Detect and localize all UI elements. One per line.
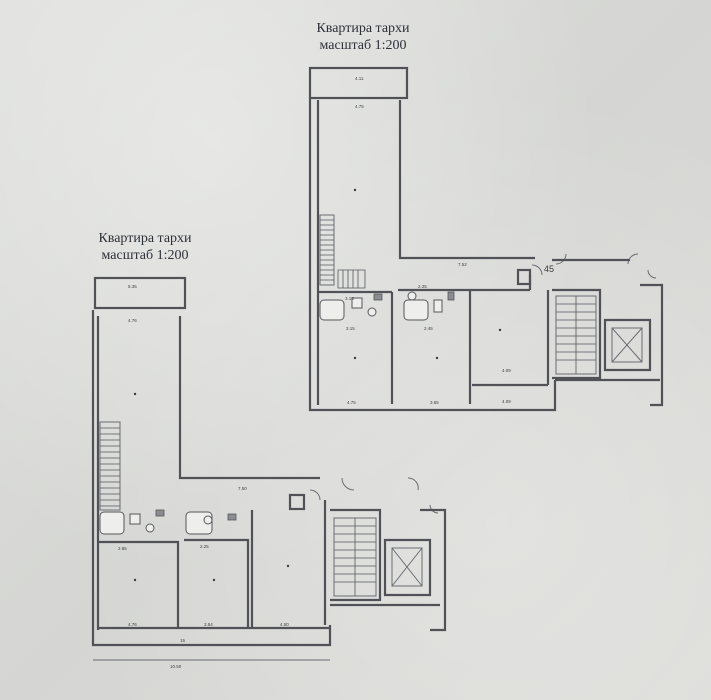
upper-room-marker-3 bbox=[498, 328, 502, 332]
upper-floor-plan: 4.11 4.75 7.52 3.15 2.25 3.15 2.45 4.75 … bbox=[308, 66, 664, 412]
dim-upper-room-1-top: 3.15 bbox=[346, 326, 355, 331]
lower-door-swings bbox=[309, 477, 439, 514]
lower-floor-plan: 5.35 4.76 7.50 2.85 2.25 4.76 3.54 4.50 … bbox=[91, 276, 447, 669]
upper-loggia bbox=[308, 66, 409, 100]
dim-lower-room-3: 4.50 bbox=[280, 622, 289, 627]
dim-upper-corridor: 7.52 bbox=[458, 262, 467, 267]
dim-lower-bath-1: 2.85 bbox=[118, 546, 127, 551]
dim-lower-room-1: 4.76 bbox=[128, 622, 137, 627]
upper-door-number: 45 bbox=[544, 264, 554, 274]
dim-lower-balcony: 15 bbox=[180, 638, 186, 643]
upper-bathroom-1 bbox=[319, 293, 383, 321]
lower-outer-wall bbox=[91, 310, 332, 647]
upper-partitions bbox=[318, 275, 550, 404]
upper-bathroom-2 bbox=[403, 291, 455, 321]
dim-upper-room-1-bottom: 4.75 bbox=[347, 400, 356, 405]
lower-room-marker-1 bbox=[133, 578, 137, 582]
dim-upper-long-room: 4.75 bbox=[355, 104, 364, 109]
dim-upper-room-2-bottom: 3.55 bbox=[430, 400, 439, 405]
lower-room-marker-long bbox=[133, 392, 137, 396]
dim-lower-corridor: 7.50 bbox=[238, 486, 247, 491]
plan-caption-lower: Квартира тархи масштаб 1:200 bbox=[65, 230, 225, 264]
upper-outer-wall bbox=[308, 98, 557, 412]
dim-lower-loggia: 5.35 bbox=[128, 284, 137, 289]
dim-upper-room-2-top: 2.45 bbox=[424, 326, 433, 331]
plan-caption-upper-scale: масштаб 1:200 bbox=[319, 38, 407, 53]
upper-room-marker-1 bbox=[353, 356, 357, 360]
lower-partitions bbox=[98, 510, 330, 630]
plan-caption-lower-title: Квартира тархи bbox=[98, 231, 192, 246]
lower-stair-core bbox=[288, 493, 447, 632]
dim-upper-bath-1: 3.15 bbox=[345, 296, 354, 301]
lower-bathroom-2 bbox=[185, 511, 237, 535]
dim-lower-long-room: 4.76 bbox=[128, 318, 137, 323]
upper-long-room-walls bbox=[316, 100, 535, 405]
upper-room-marker-long bbox=[353, 188, 357, 192]
upper-room-marker-2 bbox=[435, 356, 439, 360]
lower-room-marker-2 bbox=[212, 578, 216, 582]
dim-lower-overall: 10.50 bbox=[170, 664, 182, 669]
plan-caption-lower-scale: масштаб 1:200 bbox=[101, 248, 189, 263]
lower-loggia bbox=[93, 276, 187, 310]
lower-bathroom-1 bbox=[99, 509, 165, 535]
plan-caption-upper: Квартира тархи масштаб 1:200 bbox=[283, 20, 443, 54]
upper-interior-stair bbox=[319, 214, 366, 289]
dim-upper-room-4: 4.09 bbox=[502, 399, 511, 404]
dim-upper-bath-2: 2.25 bbox=[418, 284, 427, 289]
dim-lower-bath-2: 2.25 bbox=[200, 544, 209, 549]
plan-caption-upper-title: Квартира тархи bbox=[316, 21, 410, 36]
upper-stair-core bbox=[516, 258, 664, 407]
dim-upper-loggia: 4.11 bbox=[355, 76, 364, 81]
lower-interior-stair bbox=[99, 421, 121, 511]
dim-lower-room-2: 3.54 bbox=[204, 622, 213, 627]
lower-room-marker-3 bbox=[286, 564, 290, 568]
dim-upper-room-3: 4.09 bbox=[502, 368, 511, 373]
lower-long-room-walls bbox=[96, 316, 320, 630]
